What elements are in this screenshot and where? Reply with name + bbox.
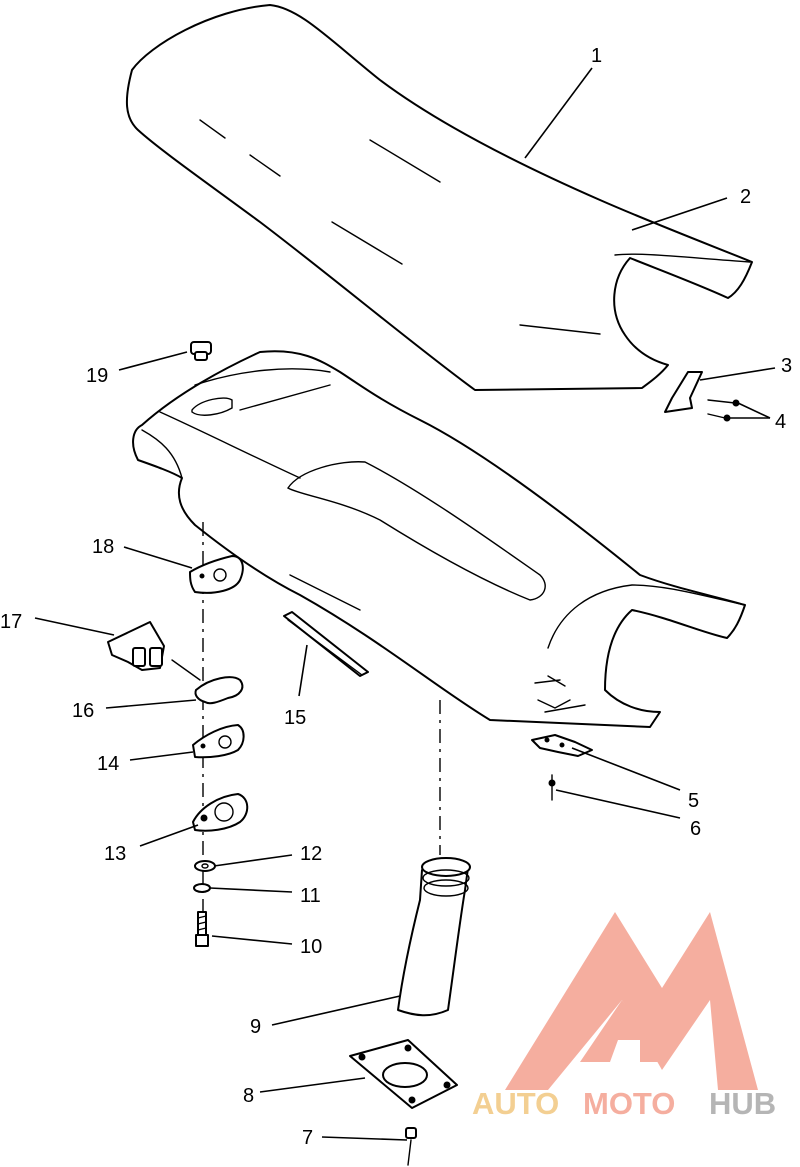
callout-5: 5 [688, 790, 699, 812]
watermark-logo: AUTO MOTO HUB [472, 912, 776, 1121]
watermark-triangle-outer [505, 912, 758, 1090]
callout-7: 7 [302, 1127, 313, 1149]
callout-6: 6 [690, 818, 701, 840]
watermark-text-moto: MOTO [583, 1086, 675, 1121]
latch-screws [707, 399, 740, 422]
rear-screw [548, 774, 556, 801]
watermark-triangle-inner [580, 1000, 662, 1062]
lock-washer [193, 883, 211, 893]
callout-17: 17 [0, 611, 22, 633]
callout-1: 1 [591, 45, 602, 67]
callout-10: 10 [300, 936, 322, 958]
watermark-text-hub: HUB [709, 1086, 776, 1121]
callout-13: 13 [104, 843, 126, 865]
leader-lines [34, 67, 776, 1141]
callout-18: 18 [92, 536, 114, 558]
air-duct [397, 857, 471, 1017]
seat-cushion [125, 4, 753, 391]
callout-12: 12 [300, 843, 322, 865]
bolt [195, 911, 209, 947]
callout-16: 16 [72, 700, 94, 722]
mount-plate [192, 724, 245, 759]
callout-8: 8 [243, 1085, 254, 1107]
callout-4: 4 [775, 411, 786, 433]
gasket-screw [405, 1127, 417, 1166]
latch-clip [107, 621, 165, 671]
seat-base [132, 350, 746, 728]
callout-15: 15 [284, 707, 306, 729]
callout-9: 9 [250, 1016, 261, 1038]
latch-base [192, 793, 249, 832]
washer [194, 860, 216, 872]
grommet [190, 341, 212, 361]
hook [171, 659, 244, 705]
callout-2: 2 [740, 186, 751, 208]
gasket [349, 1039, 458, 1109]
callout-labels: 1 2 3 4 5 6 7 8 9 10 11 12 13 14 15 16 1… [0, 45, 792, 1149]
callout-14: 14 [97, 753, 119, 775]
callout-19: 19 [86, 365, 108, 387]
bracket-upper [189, 555, 244, 594]
trim-strip [283, 611, 369, 677]
watermark-text-auto: AUTO [472, 1086, 559, 1121]
seat-latch [664, 371, 703, 413]
callout-3: 3 [781, 355, 792, 377]
callout-11: 11 [300, 885, 321, 907]
